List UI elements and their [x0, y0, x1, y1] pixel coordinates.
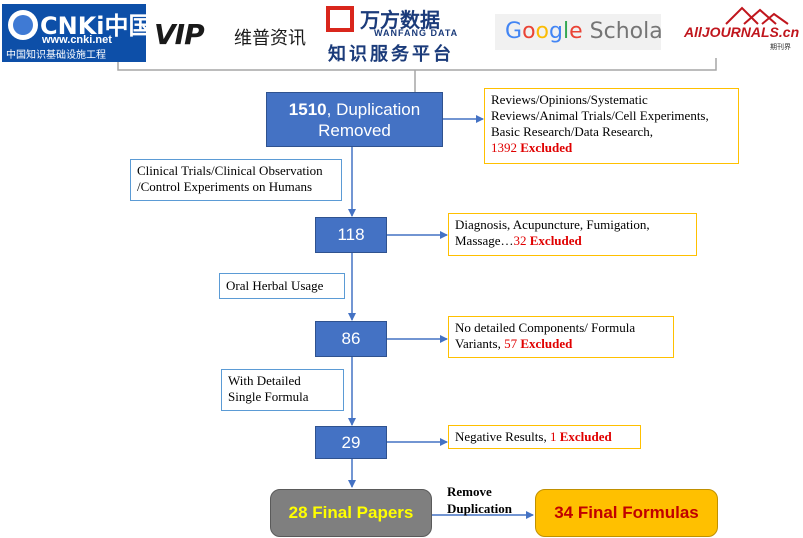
- exclusion1-line4: 1392 Excluded: [491, 140, 732, 156]
- wanfang-mark-icon: [326, 6, 354, 32]
- exclusion1-excluded: Excluded: [520, 140, 573, 155]
- step3-box: 86: [315, 321, 387, 357]
- google-scholar-brand: Google Scholar: [505, 19, 661, 44]
- remove-duplication-line1: Remove: [447, 484, 492, 499]
- cnki-brand: CNKi中国知网: [40, 12, 146, 40]
- wanfang-logo: 万方数据 WANFANG DATA 知识服务平台: [322, 2, 472, 64]
- alljournals-logo: AllJOURNALS.cn 期刊界: [680, 4, 800, 54]
- step1-count: 1510: [288, 99, 327, 119]
- exclusion4-text: Negative Results,: [455, 429, 550, 444]
- exclusion3-text: Variants,: [455, 336, 505, 351]
- criterion1-box: Clinical Trials/Clinical Observation /Co…: [130, 159, 342, 201]
- exclusion2-excluded: Excluded: [529, 233, 582, 248]
- globe-icon: [8, 10, 38, 40]
- step1-label: , Duplication Removed: [318, 99, 421, 140]
- step3-count: 86: [341, 329, 361, 348]
- cnki-logo: CNKi中国知网 www.cnki.net 中国知识基础设施工程: [2, 4, 146, 62]
- exclusion1-line3: Basic Research/Data Research,: [491, 124, 654, 139]
- criterion1-line2: /Control Experiments on Humans: [137, 179, 313, 194]
- step1-box: 1510, Duplication Removed: [266, 92, 443, 147]
- criterion3-line1: With Detailed: [228, 373, 301, 388]
- criterion3-line2: Single Formula: [228, 389, 309, 404]
- final-papers-box: 28 Final Papers: [270, 489, 432, 537]
- exclusion3-line2: Variants, 57 Excluded: [455, 336, 667, 352]
- final-formulas-label: 34 Final Formulas: [554, 503, 699, 522]
- cnki-url: www.cnki.net: [42, 34, 112, 46]
- exclusion3-line1: No detailed Components/ Formula: [455, 320, 636, 335]
- exclusion2-text: Massage…: [455, 233, 514, 248]
- wanfang-subtitle: 知识服务平台: [328, 44, 454, 64]
- exclusion2-line1: Diagnosis, Acupuncture, Fumigation,: [455, 217, 650, 232]
- vip-logo: VIP 维普资讯: [152, 14, 312, 54]
- step4-box: 29: [315, 426, 387, 459]
- exclusion1-line2: Reviews/Animal Trials/Cell Experiments,: [491, 108, 709, 123]
- alljournals-brand: AllJOURNALS.cn: [684, 24, 800, 40]
- step4-count: 29: [341, 432, 361, 452]
- google-letter: e: [569, 19, 583, 44]
- criterion3-box: With Detailed Single Formula: [221, 369, 344, 411]
- exclusion3-box: No detailed Components/ Formula Variants…: [448, 316, 674, 358]
- sources-bracket: [117, 58, 717, 71]
- criterion2-line1: Oral Herbal Usage: [226, 278, 324, 293]
- exclusion3-excluded: Excluded: [520, 336, 573, 351]
- final-formulas-box: 34 Final Formulas: [535, 489, 718, 537]
- google-letter: o: [535, 19, 549, 44]
- google-letter: o: [522, 19, 536, 44]
- remove-duplication-label: Remove Duplication: [447, 483, 512, 517]
- exclusion2-count: 32: [513, 233, 527, 248]
- exclusion4-box: Negative Results, 1 Excluded: [448, 425, 641, 449]
- exclusion1-count: 1392: [491, 140, 517, 155]
- exclusion1-line1: Reviews/Opinions/Systematic: [491, 92, 648, 107]
- step2-count: 118: [337, 225, 365, 244]
- google-scholar-logo: Google Scholar: [495, 14, 661, 50]
- wanfang-brand: 万方数据: [360, 10, 440, 32]
- google-letter: l: [562, 19, 570, 44]
- google-letter: g: [549, 19, 563, 44]
- exclusion4-excluded: Excluded: [559, 429, 612, 444]
- alljournals-subtitle: 期刊界: [770, 44, 791, 51]
- exclusion2-line2: Massage…32 Excluded: [455, 233, 690, 249]
- criterion2-box: Oral Herbal Usage: [219, 273, 345, 299]
- final-papers-label: 28 Final Papers: [288, 503, 414, 522]
- exclusion3-count: 57: [504, 336, 518, 351]
- google-letter: G: [505, 19, 523, 44]
- exclusion4-line1: Negative Results, 1 Excluded: [455, 429, 634, 445]
- vip-cn-name: 维普资讯: [234, 28, 306, 48]
- criterion1-line1: Clinical Trials/Clinical Observation: [137, 163, 323, 178]
- cnki-subtitle: 中国知识基础设施工程: [6, 50, 106, 61]
- scholar-word: Scholar: [589, 19, 661, 44]
- remove-duplication-line2: Duplication: [447, 501, 513, 516]
- exclusion2-box: Diagnosis, Acupuncture, Fumigation, Mass…: [448, 213, 697, 256]
- exclusion1-box: Reviews/Opinions/Systematic Reviews/Anim…: [484, 88, 739, 164]
- step1-text: 1510, Duplication Removed: [267, 99, 442, 141]
- pagoda-icon: [725, 6, 789, 25]
- vip-brand: VIP: [154, 18, 205, 51]
- step2-box: 118: [315, 217, 387, 253]
- exclusion4-count: 1: [549, 429, 557, 444]
- wanfang-en-name: WANFANG DATA: [374, 28, 459, 38]
